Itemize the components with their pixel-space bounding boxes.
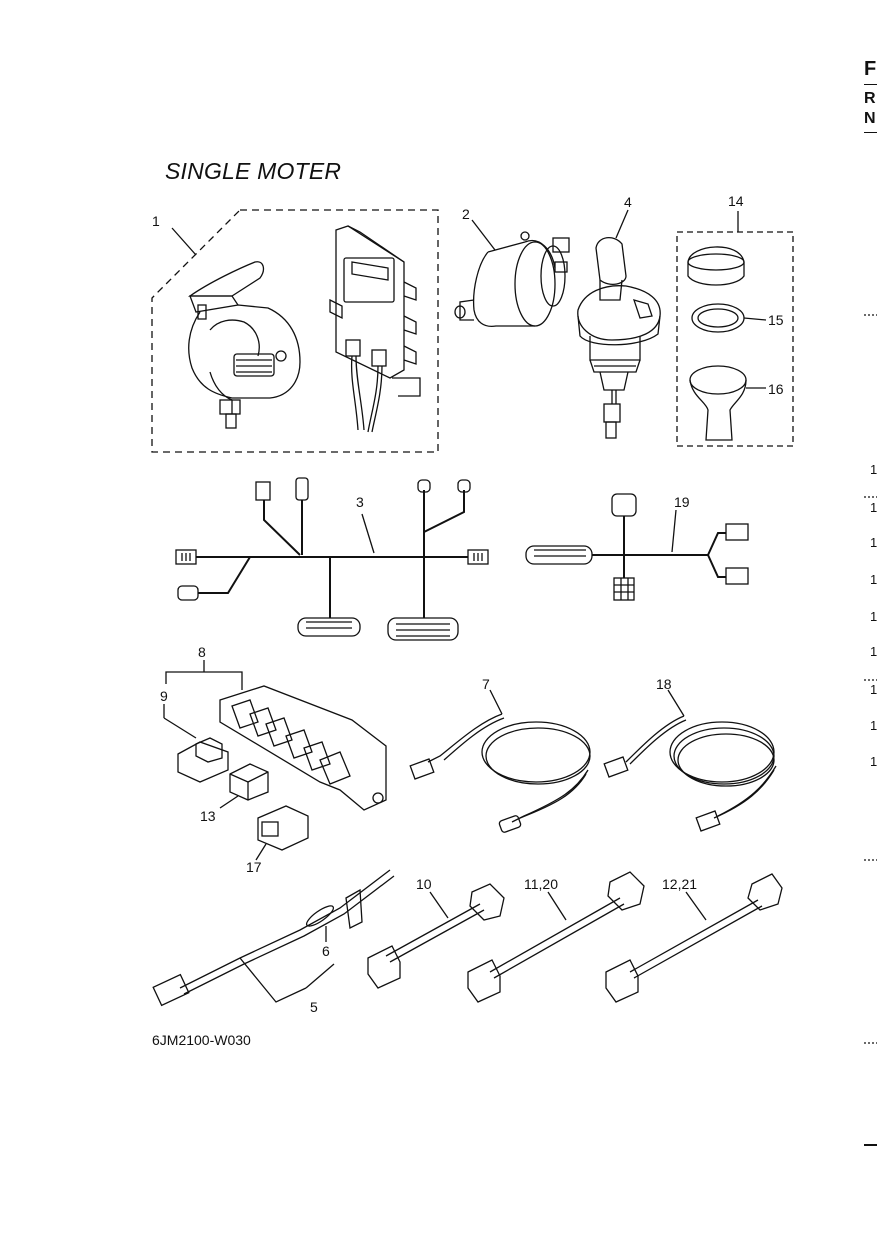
- callout-6: 6: [322, 943, 330, 959]
- margin-number: 1: [870, 609, 877, 624]
- margin-number: 1: [870, 572, 877, 587]
- callout-15: 15: [768, 312, 784, 328]
- control-unit: [329, 225, 421, 433]
- harness-5: [152, 869, 395, 1007]
- wire-harness-19: [525, 493, 749, 601]
- connector-17: [255, 805, 309, 861]
- callout-8: 8: [198, 644, 206, 660]
- callout-4: 4: [624, 194, 632, 210]
- callout-12-21: 12,21: [662, 876, 697, 892]
- callout-13: 13: [200, 808, 216, 824]
- wire-harness-3: [175, 477, 489, 641]
- margin-number: 1: [870, 682, 877, 697]
- cable-11-20: [467, 871, 645, 1003]
- callout-11-20: 11,20: [524, 876, 558, 892]
- connector-9: [163, 704, 229, 783]
- margin-number: 1: [870, 718, 877, 733]
- callout-5: 5: [310, 999, 318, 1015]
- margin-number: 1: [870, 500, 877, 515]
- connector-13: [219, 763, 269, 809]
- diagram-code: 6JM2100-W030: [152, 1032, 251, 1048]
- cable-18: [603, 689, 777, 832]
- margin-letter-n: N: [864, 110, 876, 127]
- cable-10: [367, 883, 505, 989]
- callout-17: 17: [246, 859, 262, 875]
- callout-19: 19: [674, 494, 690, 510]
- margin-number: 1: [870, 754, 877, 769]
- margin-number: 1: [870, 462, 877, 477]
- cable-7: [409, 689, 591, 833]
- margin-number: 1: [870, 535, 877, 550]
- cable-12-21: [605, 873, 783, 1003]
- callout-16: 16: [768, 381, 784, 397]
- diagram-title: SINGLE MOTER: [165, 158, 342, 184]
- callout-7: 7: [482, 676, 490, 692]
- steering-pump: [454, 219, 570, 328]
- callout-18: 18: [656, 676, 672, 692]
- margin-letter-f: F: [864, 58, 877, 80]
- callout-labels: 1 2 4 14 15 16 3 19 8 9 7 18 13 17 10 11…: [152, 193, 784, 1015]
- kit-14-outline: [676, 211, 794, 447]
- margin-letter-r: R: [864, 90, 876, 107]
- callout-2: 2: [462, 206, 470, 222]
- margin-number: 1: [870, 644, 877, 659]
- callout-10: 10: [416, 876, 432, 892]
- margin-rule: [864, 132, 877, 133]
- joystick: [577, 209, 661, 439]
- callout-14: 14: [728, 193, 744, 209]
- relay-box-8: [165, 660, 387, 811]
- callout-3: 3: [356, 494, 364, 510]
- callout-1: 1: [152, 213, 160, 229]
- kit-1-outline: [151, 209, 439, 453]
- callout-9: 9: [160, 688, 168, 704]
- remote-control-lever: [187, 261, 301, 429]
- margin-rule: [864, 84, 877, 85]
